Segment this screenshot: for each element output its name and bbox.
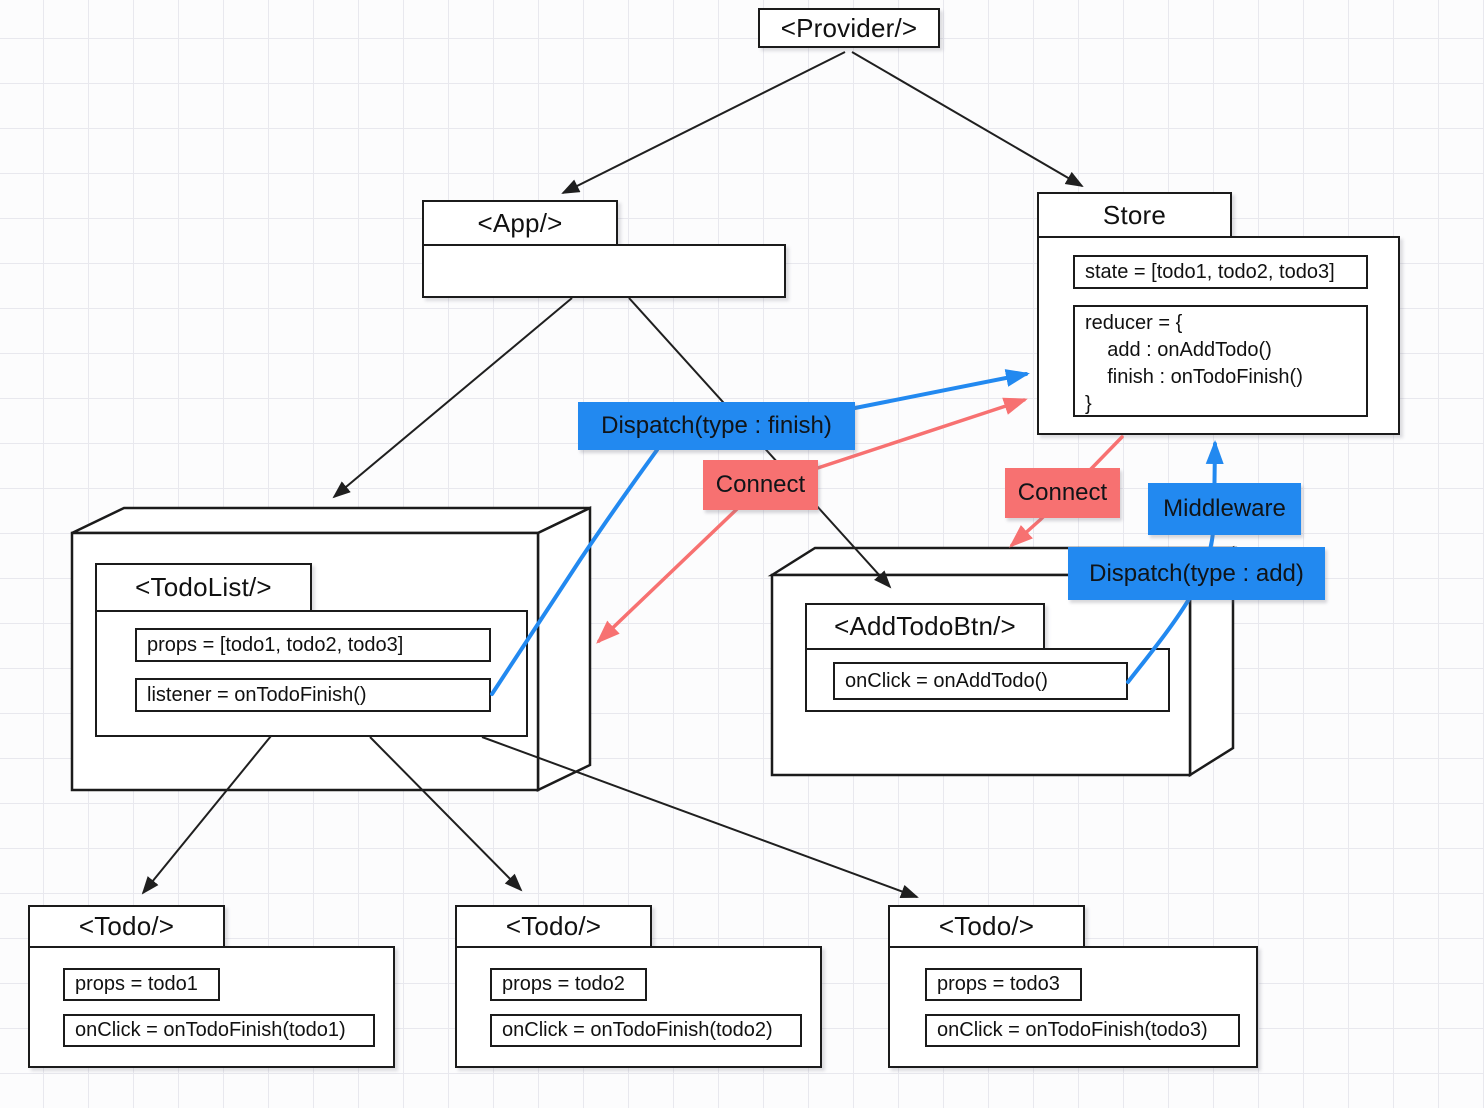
todo1-title-box: <Todo/> (28, 905, 225, 948)
middleware-label: Middleware (1148, 483, 1301, 535)
todo1-props-box: props = todo1 (63, 968, 220, 1001)
todo3-onclick-box: onClick = onTodoFinish(todo3) (925, 1014, 1240, 1047)
app-body-box (422, 244, 786, 298)
arrow-todolist-to-todo1 (141, 735, 272, 895)
todo2-body-box (455, 946, 822, 1068)
arrow-todolist-to-todo2 (369, 736, 523, 892)
todo3-props-box: props = todo3 (925, 968, 1082, 1001)
dispatch-finish-label: Dispatch(type : finish) (578, 402, 855, 450)
store-title-box: Store (1037, 192, 1232, 238)
arrow-provider-to-app (561, 51, 846, 194)
dispatch-finish-arrow-to-store (853, 369, 1030, 410)
provider-box: <Provider/> (758, 8, 940, 48)
todolist-listener-box: listener = onTodoFinish() (135, 678, 491, 712)
store-reducer-box: reducer = { add : onAddTodo() finish : o… (1073, 305, 1368, 417)
todo1-onclick-box: onClick = onTodoFinish(todo1) (63, 1014, 375, 1047)
component-tree-arrows (141, 51, 1084, 899)
todolist-cube-top-face (71, 506, 591, 535)
app-title-box: <App/> (422, 200, 618, 246)
connect-left-label: Connect (703, 460, 818, 510)
todo3-title-box: <Todo/> (888, 905, 1085, 948)
todolist-props-box: props = [todo1, todo2, todo3] (135, 628, 491, 662)
todolist-cube-right-face (536, 506, 592, 792)
todo2-props-box: props = todo2 (490, 968, 647, 1001)
dispatch-add-label: Dispatch(type : add) (1068, 547, 1325, 600)
addtodobtn-title-box: <AddTodoBtn/> (805, 603, 1045, 650)
todo2-onclick-box: onClick = onTodoFinish(todo2) (490, 1014, 802, 1047)
arrow-app-to-todolist (332, 297, 573, 499)
arrow-todolist-to-todo3 (481, 736, 919, 899)
todo3-body-box (888, 946, 1258, 1068)
connect-right-label: Connect (1005, 468, 1120, 518)
addtodobtn-onclick-box: onClick = onAddTodo() (833, 662, 1128, 700)
todo2-title-box: <Todo/> (455, 905, 652, 948)
store-state-box: state = [todo1, todo2, todo3] (1073, 255, 1368, 289)
todo1-body-box (28, 946, 395, 1068)
arrow-provider-to-store (851, 51, 1084, 188)
todolist-title-box: <TodoList/> (95, 563, 312, 612)
